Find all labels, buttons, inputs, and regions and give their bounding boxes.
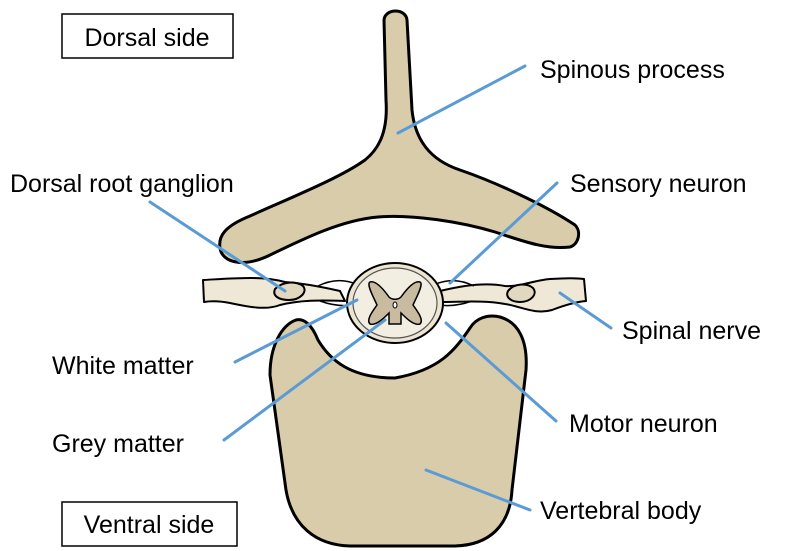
central-canal bbox=[393, 302, 397, 308]
vertebral-body-label: Vertebral body bbox=[540, 497, 702, 525]
right-dorsal-root-ganglion bbox=[507, 285, 534, 302]
vertebral-body bbox=[270, 316, 526, 546]
grey-matter-label: Grey matter bbox=[52, 430, 184, 458]
spinal-nerve-label: Spinal nerve bbox=[622, 317, 761, 345]
spinous-process bbox=[220, 11, 579, 262]
left-nerve-root bbox=[318, 280, 356, 286]
dorsal-side-label: Dorsal side bbox=[84, 24, 209, 52]
dorsal-root-ganglion-label: Dorsal root ganglion bbox=[10, 170, 234, 198]
motor-neuron-label: Motor neuron bbox=[569, 410, 718, 438]
white-matter-label: White matter bbox=[52, 352, 194, 380]
spinous-process-leader bbox=[398, 66, 525, 133]
sensory-neuron-label: Sensory neuron bbox=[570, 170, 747, 198]
ventral-side-label: Ventral side bbox=[84, 511, 215, 539]
spinous-process-label: Spinous process bbox=[540, 56, 725, 84]
